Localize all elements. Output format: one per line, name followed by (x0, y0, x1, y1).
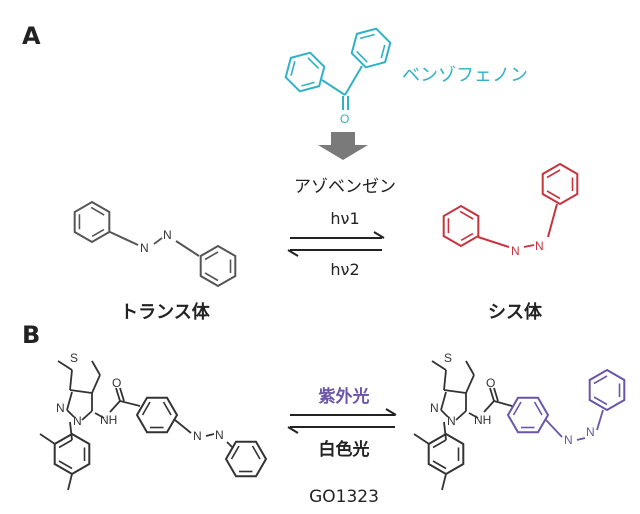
forward-light-label-a: hν1 (330, 209, 359, 228)
forward-light-label-b: 紫外光 (319, 386, 370, 407)
cis-o-atom: O (486, 376, 495, 390)
cis-azo-n2-atom: N (586, 425, 595, 439)
cis-s-atom: S (444, 351, 452, 365)
backward-light-label-b: 白色光 (319, 439, 370, 460)
compound-name: GO1323 (309, 487, 379, 507)
panel-a-label: A (22, 22, 41, 50)
trans-azo-n1-atom: N (193, 429, 202, 443)
trans-isomer-label: トランス体 (120, 301, 211, 323)
azobenzene-name: アゾベンゼン (294, 177, 396, 197)
benzophenone-structure (280, 23, 394, 110)
panel-b-label: B (22, 321, 40, 349)
cis-azobenzene-structure (434, 163, 579, 252)
trans-azo-n2-atom: N (215, 428, 224, 442)
cis-n2-atom: N (535, 239, 544, 253)
backward-light-label-a: hν2 (330, 260, 359, 279)
trans-n2-atom: N (163, 228, 172, 242)
go1323-trans-structure (57, 360, 141, 441)
trans-azobenzene-structure (65, 196, 237, 287)
go1323-trans-rings (39, 396, 267, 491)
trans-n1-atom: N (140, 241, 149, 255)
go1323-cis-violet-azobenzene (507, 369, 626, 441)
cis-n1-atom: N (511, 244, 520, 258)
trans-n-ring-atom-1: N (56, 401, 65, 415)
trans-o-atom: O (112, 376, 121, 390)
trans-nh-atom: NH (100, 413, 117, 427)
cis-azo-n1-atom: N (564, 433, 573, 447)
cis-nh-atom: NH (474, 413, 491, 427)
sensitizer-arrow (318, 132, 368, 160)
go1323-cis-rings (413, 433, 465, 491)
trans-s-atom: S (70, 351, 78, 365)
equilibrium-arrows-a (287, 231, 385, 257)
cis-isomer-label: シス体 (488, 301, 543, 323)
trans-n-ring-atom-2: N (73, 414, 82, 428)
cis-n-ring-atom-2: N (447, 414, 456, 428)
cis-n-ring-atom-1: N (430, 401, 439, 415)
go1323-cis-structure (431, 360, 513, 441)
benzophenone-oxygen-atom: O (340, 112, 349, 126)
equilibrium-arrows-b (287, 408, 397, 434)
benzophenone-name: ベンゾフェノン (402, 65, 528, 86)
